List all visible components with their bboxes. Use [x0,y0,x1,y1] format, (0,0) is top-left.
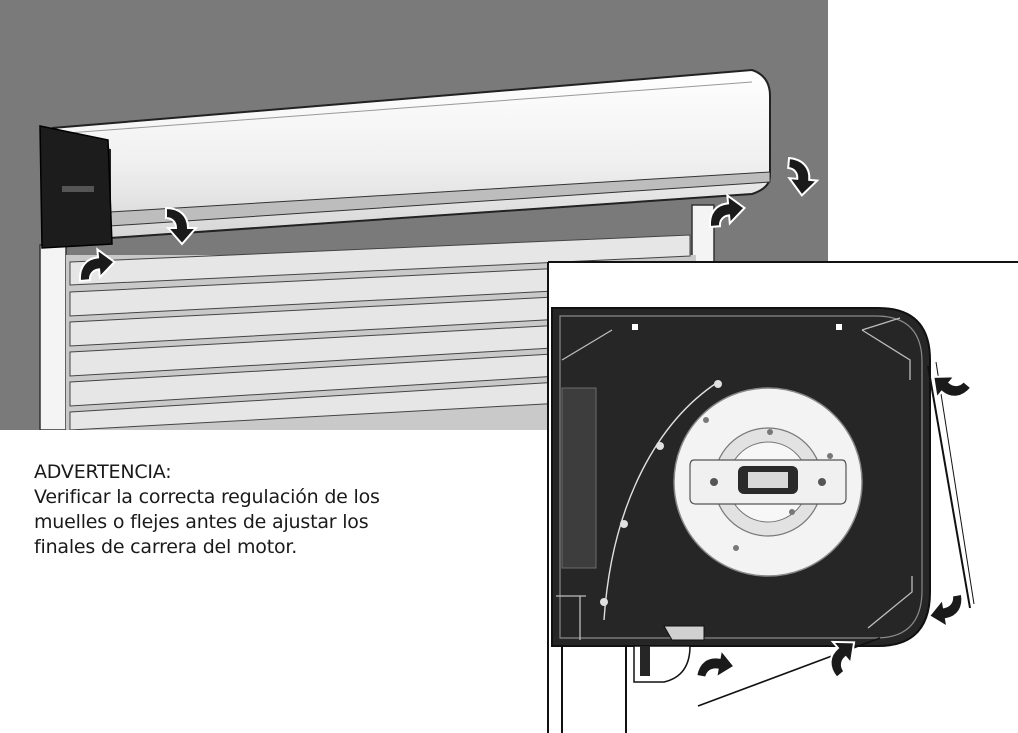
warning-line-2: muelles o flejes antes de ajustar los [34,511,369,533]
warning-heading: ADVERTENCIA: [34,461,172,483]
roller-box-housing [39,68,771,249]
warning-line-1: Verificar la correcta regulación de los [34,486,380,508]
warning-notice: ADVERTENCIA: Verificar la correcta regul… [34,460,454,560]
detail-inset [547,261,1018,733]
left-guide-rail [39,244,67,431]
warning-line-3: finales de carrera del motor. [34,536,298,558]
